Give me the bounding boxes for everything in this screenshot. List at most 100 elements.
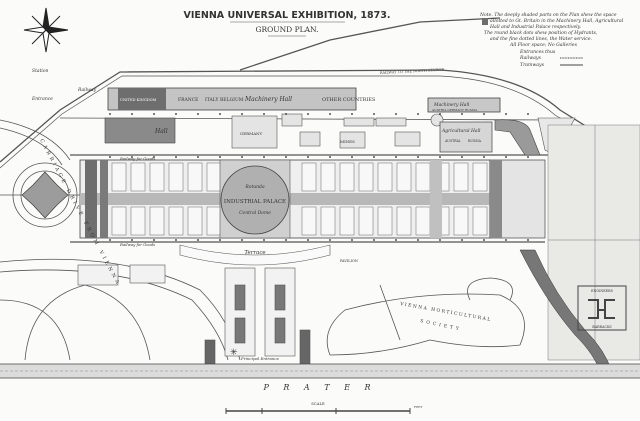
hydrant-dot bbox=[483, 156, 485, 158]
hydrant-dot bbox=[417, 113, 419, 115]
hydrant-dot bbox=[483, 239, 485, 241]
hydrant-dot bbox=[219, 113, 221, 115]
principal-entrance-gardens bbox=[77, 244, 331, 369]
svg-text:allotted to Gt. Britain in the: allotted to Gt. Britain in the Machinery… bbox=[490, 18, 624, 24]
label-railway-north: RAILWAY TO THE NORTH STATION bbox=[380, 68, 445, 75]
hydrant-dot bbox=[527, 156, 529, 158]
hydrant-dot bbox=[373, 113, 375, 115]
svg-text:All Floor space; No Galleries: All Floor space; No Galleries bbox=[509, 42, 578, 48]
entrance-star-icon: ✳ bbox=[230, 348, 238, 358]
machinery-hall bbox=[107, 87, 501, 113]
hydrant-dot bbox=[329, 113, 331, 115]
hydrant-dot bbox=[307, 156, 309, 158]
compass-rose-icon bbox=[23, 7, 69, 53]
west-park bbox=[0, 119, 241, 361]
label-horticultural: VIENNA HORTICULTURAL bbox=[399, 301, 492, 323]
hydrant-dot bbox=[131, 113, 133, 115]
palace-court bbox=[320, 162, 336, 192]
palace-court bbox=[320, 206, 336, 236]
engineers-barracks bbox=[577, 285, 627, 331]
industrial-palace bbox=[79, 159, 546, 239]
palace-court bbox=[168, 206, 184, 236]
hydrant-dot bbox=[439, 113, 441, 115]
palace-court bbox=[187, 162, 203, 192]
label-central-dome: Central Dome bbox=[239, 210, 271, 216]
hydrant-dot bbox=[219, 156, 221, 158]
label-prater: P R A T E R bbox=[262, 383, 376, 392]
hydrant-dot bbox=[197, 239, 199, 241]
hydrant-dot bbox=[395, 239, 397, 241]
hydrant-dot bbox=[505, 156, 507, 158]
label-italy: ITALY bbox=[205, 97, 219, 103]
label-hall-west: Hall bbox=[154, 128, 168, 135]
label-machinery-hall-east: Machinery Hall bbox=[433, 102, 470, 108]
hydrant-dot bbox=[351, 156, 353, 158]
label-pavilion: PAVILION bbox=[340, 259, 358, 263]
palace-court bbox=[377, 206, 393, 236]
hydrant-dot bbox=[153, 113, 155, 115]
hydrant-dot bbox=[527, 239, 529, 241]
hydrant-dot bbox=[439, 156, 441, 158]
hydrant-dot bbox=[285, 156, 287, 158]
prater-road bbox=[0, 363, 640, 379]
label-france: FRANCE bbox=[178, 97, 198, 103]
palace-court bbox=[339, 206, 355, 236]
palace-court bbox=[111, 206, 127, 236]
hydrant-dot bbox=[197, 156, 199, 158]
hydrant-dot bbox=[153, 239, 155, 241]
hydrant-dot bbox=[461, 113, 463, 115]
hydrant-dot bbox=[417, 156, 419, 158]
label-barracks: BARRACKS bbox=[592, 325, 612, 329]
label-railway-goods-bottom: Railway for Goods bbox=[119, 242, 155, 247]
rosette-garden bbox=[21, 171, 69, 219]
hydrant-dot bbox=[395, 113, 397, 115]
hydrant-dot bbox=[351, 113, 353, 115]
palace-court bbox=[358, 206, 374, 236]
hydrant-dot bbox=[483, 113, 485, 115]
label-rotunda: Rotunda bbox=[244, 184, 265, 190]
label-machinery-hall: Machinery Hall bbox=[244, 96, 292, 103]
hydrant-dot bbox=[307, 239, 309, 241]
hydrant-dot bbox=[263, 239, 265, 241]
scale-bar bbox=[225, 408, 411, 414]
svg-text:Tramways: Tramways bbox=[520, 62, 545, 68]
label-terrace: Terrace bbox=[244, 250, 266, 256]
svg-text:The round black dots shew posi: The round black dots shew position of Hy… bbox=[484, 30, 598, 36]
palace-court bbox=[415, 206, 431, 236]
hydrant-dot bbox=[175, 156, 177, 158]
hydrant-dot bbox=[373, 156, 375, 158]
svg-text:Entrances thus: Entrances thus bbox=[519, 49, 556, 55]
hydrant-dot bbox=[527, 113, 529, 115]
pavilions-north bbox=[231, 113, 444, 149]
hydrant-dot bbox=[109, 113, 111, 115]
hydrant-dot bbox=[395, 156, 397, 158]
label-railway: Railway bbox=[77, 87, 97, 93]
svg-text:Railways: Railways bbox=[519, 55, 542, 61]
hydrant-dot bbox=[373, 239, 375, 241]
label-engineers: ENGINEERS bbox=[591, 289, 613, 293]
hydrant-dot bbox=[241, 239, 243, 241]
palace-court bbox=[149, 162, 165, 192]
hydrant-dot bbox=[241, 113, 243, 115]
map-title: VIENNA UNIVERSAL EXHIBITION, 1873. bbox=[184, 10, 391, 21]
palace-court bbox=[358, 162, 374, 192]
hydrant-dot bbox=[505, 113, 507, 115]
hydrant-dot bbox=[285, 113, 287, 115]
palace-court bbox=[396, 162, 412, 192]
hydrant-dot bbox=[153, 156, 155, 158]
hydrant-dot bbox=[263, 113, 265, 115]
label-industrial-palace: INDUSTRIAL PALACE bbox=[224, 199, 286, 205]
label-mines: MINES bbox=[340, 139, 355, 144]
palace-court bbox=[396, 206, 412, 236]
label-entrance: Entrance bbox=[31, 96, 53, 102]
hydrant-dot bbox=[263, 156, 265, 158]
palace-court bbox=[130, 162, 146, 192]
label-austria: AUSTRIA bbox=[444, 139, 461, 143]
hydrant-dot bbox=[241, 156, 243, 158]
hydrant-dot bbox=[197, 113, 199, 115]
palace-court bbox=[472, 206, 488, 236]
label-principal-entrance: Principal Entrance bbox=[240, 356, 280, 361]
label-russia: RUSSIA bbox=[468, 139, 482, 143]
map-subtitle: GROUND PLAN. bbox=[256, 25, 319, 34]
